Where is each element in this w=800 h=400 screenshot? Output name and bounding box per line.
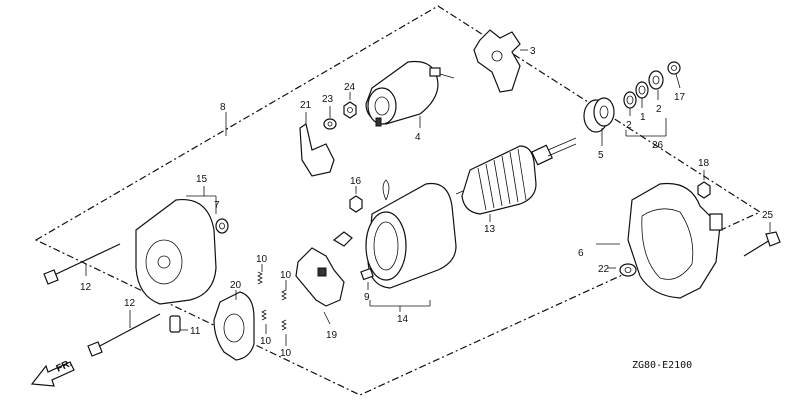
part-insulator	[332, 231, 353, 247]
callout-13: 13	[484, 224, 496, 235]
callout-10a: 10	[256, 254, 268, 265]
part-2-ring-a: 2	[623, 91, 637, 131]
callout-15: 15	[196, 174, 208, 185]
part-17-washer: 17	[667, 61, 686, 103]
callout-1: 1	[640, 112, 646, 123]
callout-11: 11	[190, 326, 201, 337]
callout-19: 19	[326, 330, 338, 341]
part-22-bush: 22	[598, 263, 637, 277]
part-19-brush-holder: 19	[295, 247, 345, 341]
direction-label: FR.	[55, 358, 74, 375]
part-10-spring-2: 10	[280, 270, 292, 301]
callout-4: 4	[415, 132, 421, 143]
part-10-spring-3: 10	[260, 309, 272, 347]
callout-5: 5	[598, 150, 604, 161]
part-9-clip: 9	[360, 267, 374, 303]
callout-26-group: 26	[625, 118, 667, 151]
part-14-yoke: 14	[365, 179, 457, 325]
callout-16: 16	[350, 176, 362, 187]
callout-6: 6	[578, 248, 584, 259]
callout-26: 26	[652, 140, 664, 151]
callout-10c: 10	[260, 336, 272, 347]
front-direction-arrow: FR.	[30, 358, 75, 387]
part-21-plate: 21	[299, 100, 335, 177]
part-7-bush: 7	[214, 196, 229, 234]
callout-10d: 10	[280, 348, 292, 359]
part-16-nut: 16	[349, 176, 363, 213]
part-23-washer: 23	[322, 94, 337, 130]
callout-14: 14	[397, 314, 409, 325]
part-4-solenoid: 4	[365, 60, 455, 143]
diagram-reference-code: ZG80-E2100	[632, 360, 692, 371]
callout-7: 7	[214, 200, 220, 211]
part-10-spring-4: 10	[280, 319, 292, 359]
callout-12a: 12	[80, 282, 92, 293]
callout-18: 18	[698, 158, 710, 169]
callout-25: 25	[762, 210, 774, 221]
callout-12b: 12	[124, 298, 136, 309]
callout-8: 8	[220, 102, 226, 113]
callout-20: 20	[230, 280, 242, 291]
part-3-bracket: 3	[473, 29, 536, 93]
part-12-bolt-lower: 12	[87, 298, 161, 357]
callout-21: 21	[300, 100, 312, 111]
callout-24: 24	[344, 82, 356, 93]
callout-3: 3	[530, 46, 536, 57]
part-24-nut: 24	[343, 82, 357, 119]
callout-17: 17	[674, 92, 686, 103]
part-5-pinion: 5	[583, 97, 615, 161]
callout-23: 23	[322, 94, 334, 105]
part-25-bolt: 25	[743, 210, 781, 257]
part-18-nut: 18	[697, 158, 711, 199]
callout-22: 22	[598, 264, 610, 275]
part-20-brush-plate: 20	[213, 280, 255, 361]
callout-9: 9	[364, 292, 370, 303]
callout-2b: 2	[656, 104, 662, 115]
callout-8-group: 8	[220, 102, 227, 136]
part-1-stop-collar: 1	[635, 81, 649, 123]
callout-2a: 2	[626, 120, 632, 131]
part-2-ring-b: 2	[648, 70, 664, 115]
part-11-spacer: 11	[169, 315, 201, 337]
part-13-armature: 13	[455, 137, 577, 235]
part-6-front-housing: 6	[578, 182, 723, 299]
part-15-rear-cover: 15	[135, 174, 217, 305]
part-10-spring-1: 10	[256, 254, 268, 285]
part-12-bolt-upper: 12	[43, 243, 121, 293]
callout-10b: 10	[280, 270, 292, 281]
